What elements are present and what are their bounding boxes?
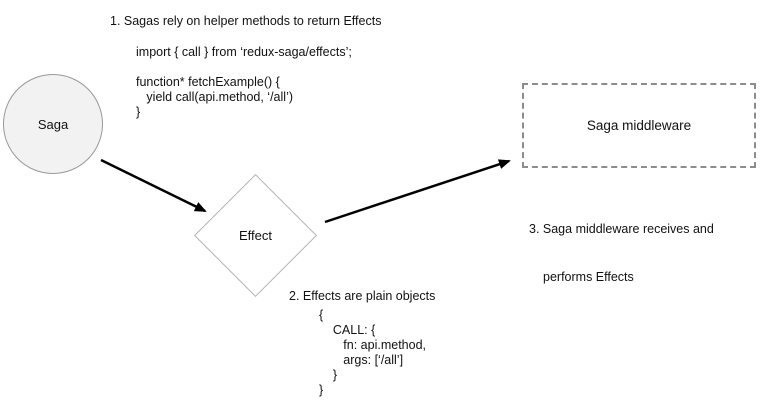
arrow-effect-to-middleware bbox=[324, 159, 511, 224]
saga-middleware-label: Saga middleware bbox=[586, 118, 692, 133]
step2-caption: 2. Effects are plain objects bbox=[289, 289, 436, 303]
effect-object-snippet: { CALL: { fn: api.method, args: [‘/all’]… bbox=[319, 308, 427, 397]
saga-node-label: Saga bbox=[37, 116, 69, 132]
step1-caption: 1. Sagas rely on helper methods to retur… bbox=[110, 14, 382, 28]
step3-caption: 3. Saga middleware receives and performs… bbox=[529, 189, 714, 317]
arrow-saga-to-effect bbox=[100, 158, 207, 213]
saga-code-snippet: import { call } from ‘redux-saga/effects… bbox=[136, 45, 352, 119]
effect-node-label: Effect bbox=[238, 227, 273, 243]
step3-caption-line2: performs Effects bbox=[543, 270, 634, 284]
step3-caption-line1: 3. Saga middleware receives and bbox=[529, 222, 714, 236]
saga-node: Saga bbox=[3, 74, 103, 174]
effect-node: Effect bbox=[193, 173, 318, 298]
saga-middleware-box: Saga middleware bbox=[522, 83, 756, 168]
